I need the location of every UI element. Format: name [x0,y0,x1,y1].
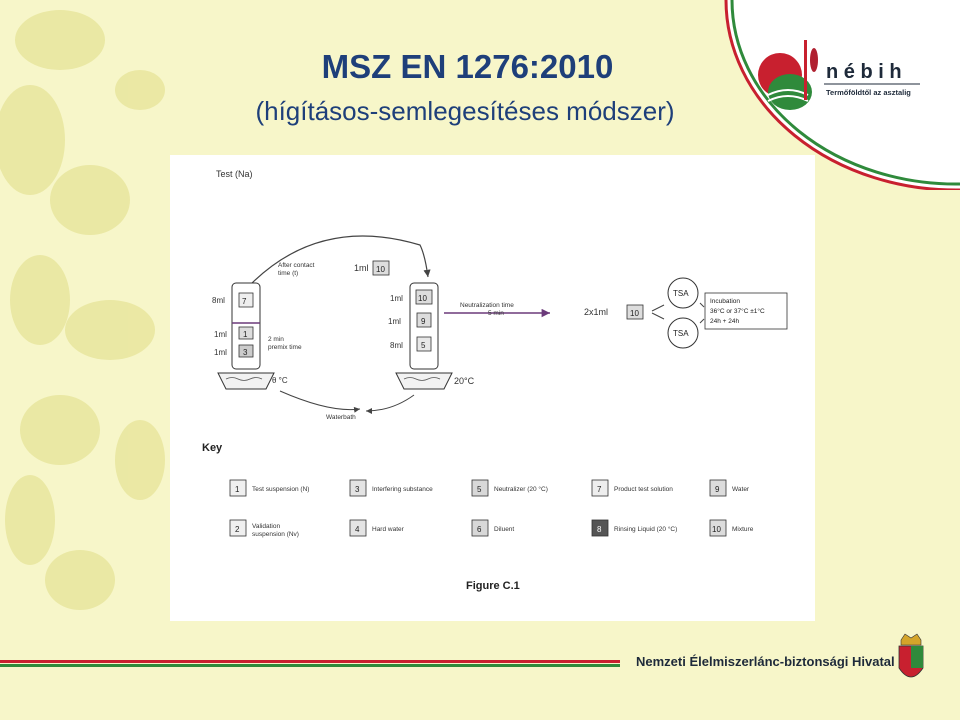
key-swatch [229,519,247,537]
key-label: Rinsing Liquid (20 °C) [614,525,677,533]
tube2-num-top: 10 [418,294,427,303]
key-number: 2 [235,525,240,534]
footer-text: Nemzeti Élelmiszerlánc-biztonsági Hivata… [636,654,895,669]
tube1-num-bot: 3 [243,348,248,357]
test-tube-2 [409,282,439,370]
logo-name: n é b i h [826,61,902,83]
key-label: Neutralizer (20 °C) [494,485,548,493]
tsa1-label: TSA [673,289,689,298]
nebih-logo: n é b i h Termőföldtől az asztalig [724,0,960,190]
tube2-num-bot: 5 [421,341,426,350]
incubation-line1: Incubation [710,298,740,305]
key-label: Product test solution [614,486,673,493]
transfer-box [372,260,390,276]
transfer-num: 10 [376,265,385,274]
tube2-vol-bot: 8ml [390,341,403,350]
incubation-line2: 36°C or 37°C ±1°C [710,307,765,315]
logo-emblem-icon [758,40,818,110]
key-label: Diluent [494,526,514,533]
figure-header: Test (Na) [216,169,253,179]
incubation-box [704,292,788,330]
tsa-plate-1 [667,277,699,309]
waterbath-2 [395,372,453,390]
tube2-num-mid: 9 [421,317,426,326]
key-number: 8 [597,525,602,534]
key-swatch [591,479,609,497]
key-number: 5 [477,485,482,494]
tube1-num-top: 7 [242,297,247,306]
key-label: Interfering substance [372,486,433,493]
key-title: Key [202,442,223,454]
key-swatch [709,519,727,537]
key-label: Hard water [372,526,405,533]
tsa2-label: TSA [673,329,689,338]
tube1-vol-bot: 1ml [214,348,227,357]
logo-tagline: Termőföldtől az asztalig [826,88,911,97]
waterbath-label: Waterbath [326,414,356,421]
key-number: 6 [477,525,482,534]
tsa-plate-2 [667,317,699,349]
key-label: Mixture [732,526,754,533]
key-swatch [591,519,609,537]
key-swatch [471,519,489,537]
key-swatch [349,479,367,497]
key-label: Test suspension (N) [252,486,309,493]
key-number: 9 [715,485,720,494]
plate-label: 2x1ml [584,307,608,317]
key-label: Water [732,486,750,493]
transfer-volume: 1ml [354,263,369,273]
waterbath-1 [217,372,275,390]
tube2-vol-mid: 1ml [388,317,401,326]
tube1-vol-top: 8ml [212,296,225,305]
key-number: 10 [712,525,721,534]
key-swatch [709,479,727,497]
key-swatch [349,519,367,537]
incubation-line3: 24h + 24h [710,318,739,325]
key-swatch [229,479,247,497]
key-legend: 1 Test suspension (N) 3 Interfering substan… [229,479,754,538]
coat-of-arms-icon [898,633,924,678]
tube1-temp: θ °C [272,376,288,385]
key-number: 1 [235,485,240,494]
tube2-temp: 20°C [454,376,475,386]
key-number: 4 [355,525,360,534]
page-title: MSZ EN 1276:2010 [321,48,614,85]
figure-caption: Figure C.1 [466,580,520,592]
tube1-vol-mid: 1ml [214,330,227,339]
plate-num: 10 [630,309,639,318]
test-tube-1 [231,282,261,370]
page-subtitle: (hígításos-semlegesítéses módszer) [255,96,675,126]
key-number: 3 [355,485,360,494]
transfer-arrow [249,235,431,286]
tube1-num-mid: 1 [243,330,248,339]
tube2-vol-top: 1ml [390,294,403,303]
key-swatch [471,479,489,497]
key-number: 7 [597,485,602,494]
